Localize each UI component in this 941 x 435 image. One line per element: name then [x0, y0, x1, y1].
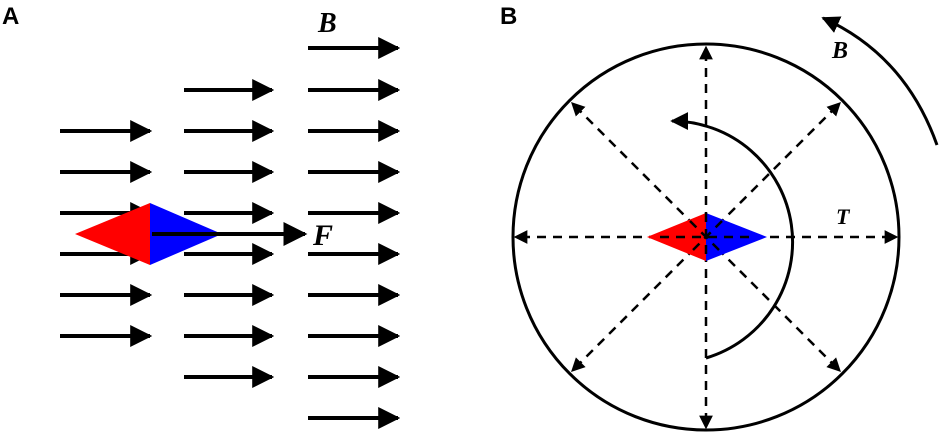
radial-overlay-diag-b [689, 220, 723, 254]
field-arrows [60, 37, 401, 429]
radial-arrow-upper-right [705, 102, 841, 238]
radial-arrows-overlay [660, 213, 752, 261]
field-rotation-arc [821, 16, 939, 146]
force-label: F [312, 219, 333, 252]
panel-b-field-label: B [831, 38, 848, 64]
magnet-a-north-pole [75, 203, 150, 265]
panel-a-label: A [2, 3, 19, 30]
panel-b: B T B [500, 3, 939, 432]
radial-arrow-lower-left [571, 236, 707, 372]
panel-a: A B F [2, 3, 401, 429]
boundary-circle [511, 42, 901, 432]
panel-b-label: B [500, 3, 517, 30]
magnet-b-south-pole [706, 213, 767, 261]
torque-arc [670, 112, 795, 360]
panel-a-field-label: B [317, 8, 337, 39]
torque-label: T [836, 204, 851, 229]
